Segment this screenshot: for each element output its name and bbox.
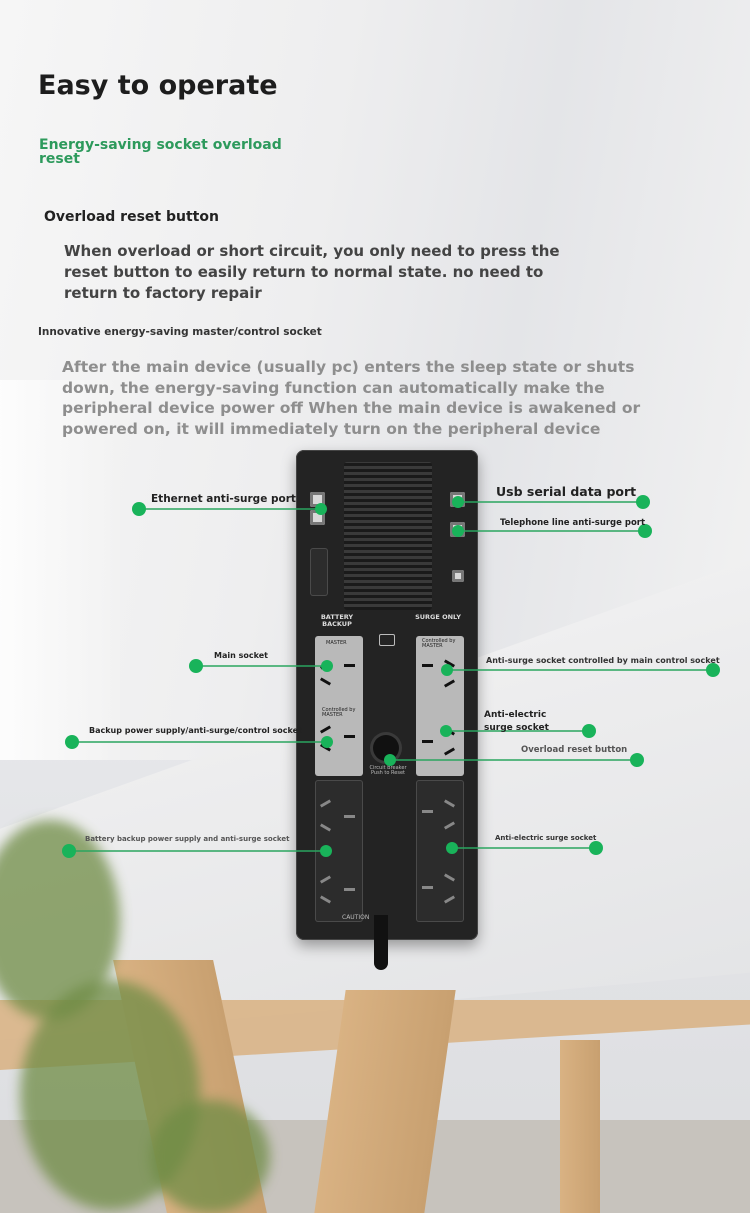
- feature-title: Energy-saving socket overload reset: [39, 137, 282, 167]
- callout-backup-power: Backup power supply/anti-surge/control s…: [89, 726, 302, 735]
- section-heading-energy-saving: Innovative energy-saving master/control …: [38, 326, 322, 338]
- callout-dot: [630, 753, 644, 767]
- master-label: MASTER: [326, 640, 347, 646]
- socket-slot: [422, 810, 433, 813]
- callout-telephone: Telephone line anti-surge port: [500, 518, 646, 528]
- socket-slot: [344, 888, 355, 891]
- battery-backup-label: BATTERY BACKUP: [320, 613, 354, 628]
- master-socket-panel: [315, 636, 363, 776]
- section-body-energy-saving: After the main device (usually pc) enter…: [62, 358, 641, 438]
- callout-main-socket: Main socket: [214, 651, 268, 660]
- plant-blur: [150, 1100, 270, 1213]
- socket-slot: [422, 664, 433, 667]
- surge-only-label: SURGE ONLY: [415, 613, 461, 621]
- controlled-label-left: Controlled by MASTER: [322, 707, 356, 718]
- callout-dot: [132, 502, 146, 516]
- callout-dot: [321, 660, 333, 672]
- callout-dot: [446, 842, 458, 854]
- callout-anti-electric-surge-2: Anti-electric surge socket: [495, 834, 597, 842]
- callout-dot: [65, 735, 79, 749]
- socket-slot: [344, 664, 355, 667]
- callout-dot: [189, 659, 203, 673]
- surge-socket-panel: [416, 636, 464, 776]
- power-cord: [374, 915, 388, 970]
- caution-label: CAUTION: [342, 914, 370, 921]
- table-leg: [560, 1040, 600, 1213]
- callout-dot: [582, 724, 596, 738]
- callout-dot: [636, 495, 650, 509]
- callout-dot: [384, 754, 396, 766]
- callout-dot: [452, 525, 464, 537]
- callout-anti-electric-surge: Anti-electric surge socket: [484, 710, 549, 733]
- page-title: Easy to operate: [38, 70, 278, 101]
- background-window-light: [0, 380, 120, 760]
- callout-overload-reset: Overload reset button: [521, 745, 628, 755]
- callout-dot: [638, 524, 652, 538]
- callout-dot: [589, 841, 603, 855]
- callout-dot: [706, 663, 720, 677]
- callout-usb: Usb serial data port: [496, 484, 637, 499]
- callout-dot: [321, 736, 333, 748]
- port-block: [310, 548, 328, 596]
- usb-aux-port: [452, 570, 464, 582]
- callout-battery-backup: Battery backup power supply and anti-sur…: [85, 835, 290, 843]
- socket-slot: [344, 735, 355, 738]
- callout-dot: [441, 664, 453, 676]
- ups-vent: [344, 462, 432, 610]
- reset-button-label: Circuit Breaker Push to Reset: [369, 765, 407, 776]
- controlled-label-right: Controlled by MASTER: [422, 638, 456, 649]
- socket-slot: [422, 886, 433, 889]
- socket-slot: [344, 815, 355, 818]
- section-body-overload: When overload or short circuit, you only…: [64, 242, 560, 302]
- callout-dot: [62, 844, 76, 858]
- socket-slot: [422, 740, 433, 743]
- leaf-icon: [379, 634, 395, 646]
- callout-dot: [320, 845, 332, 857]
- callout-dot: [440, 725, 452, 737]
- callout-dot: [452, 496, 464, 508]
- section-heading-overload: Overload reset button: [44, 209, 219, 225]
- callout-anti-surge-controlled: Anti-surge socket controlled by main con…: [486, 656, 720, 665]
- callout-dot: [315, 503, 327, 515]
- callout-ethernet: Ethernet anti-surge port: [151, 493, 296, 505]
- ups-device: BATTERY BACKUP SURGE ONLY MASTER Control…: [296, 450, 478, 940]
